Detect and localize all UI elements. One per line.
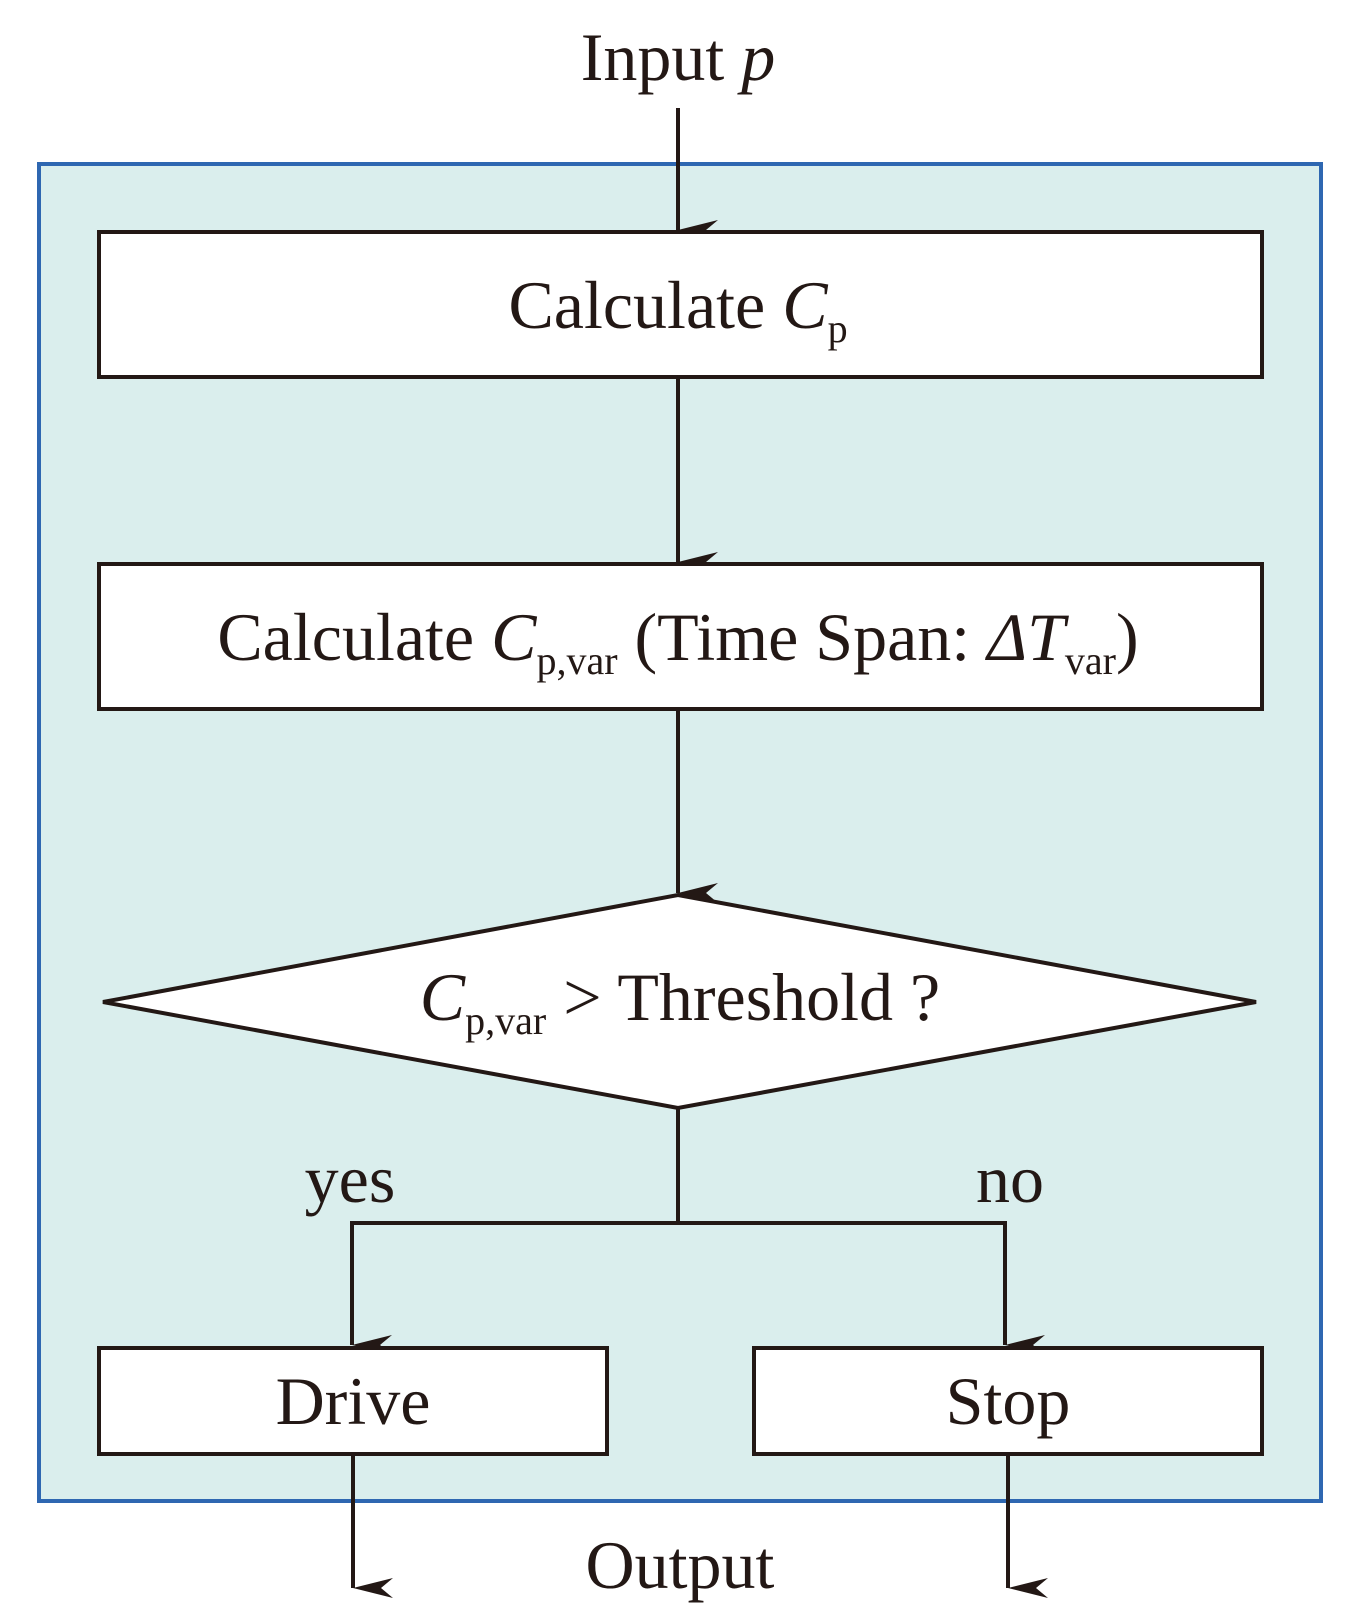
threshold-decision-label: Cp,var > Threshold ? — [420, 959, 940, 1043]
no-label: no — [976, 1141, 1044, 1217]
stop-label: Stop — [946, 1363, 1071, 1439]
output-label: Output — [586, 1527, 775, 1603]
drive-box — [97, 1346, 609, 1456]
calculate-cp-label: Calculate Cp — [508, 267, 847, 351]
calculate-cp-box — [97, 230, 1264, 379]
calculate-cpvar-box — [97, 562, 1264, 711]
drive-label: Drive — [276, 1363, 431, 1439]
calculate-cpvar-label: Calculate Cp,var (Time Span: ΔTvar) — [217, 599, 1138, 683]
yes-label: yes — [305, 1141, 396, 1217]
input-label: Input p — [581, 19, 776, 95]
stop-box — [752, 1346, 1264, 1456]
